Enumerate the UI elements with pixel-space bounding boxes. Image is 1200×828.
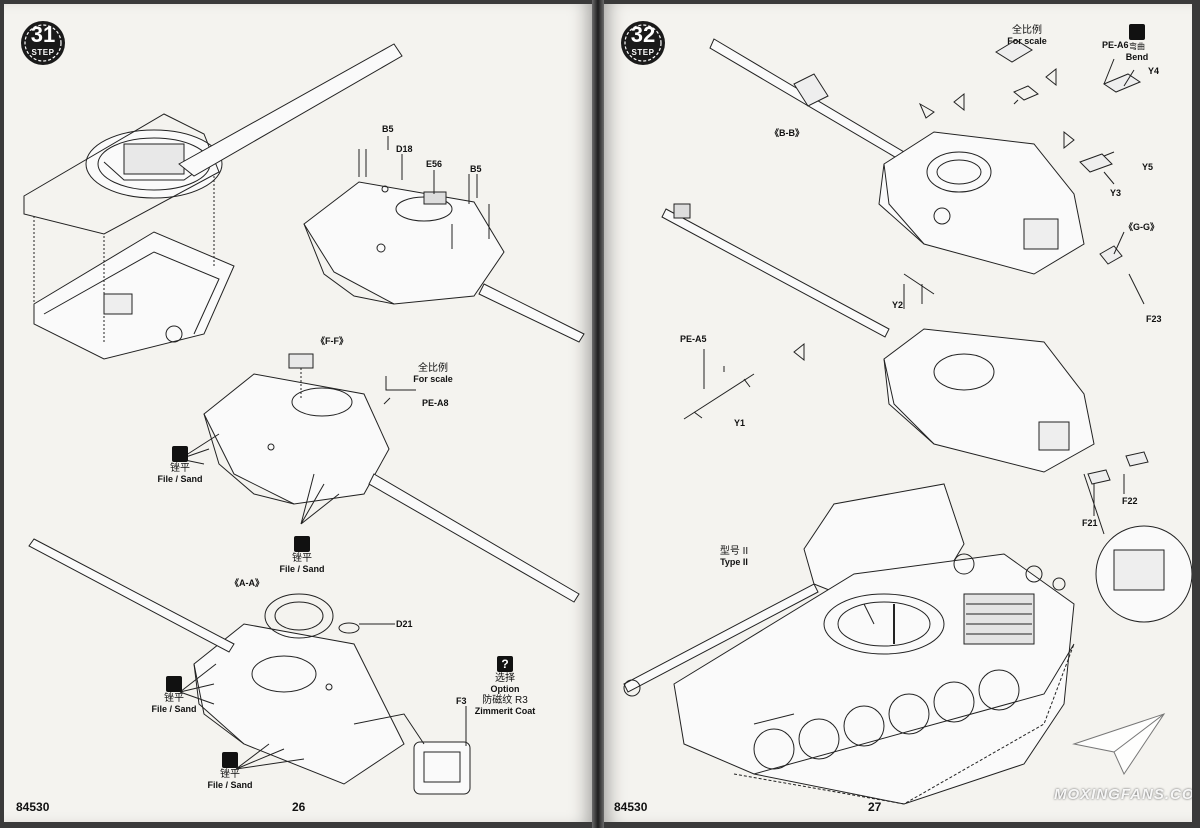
gear-badge-icon: [21, 21, 65, 65]
part-label-pe-a6: PE-A6: [1102, 40, 1129, 50]
option-en: Option: [490, 684, 520, 694]
step-32-line-drawings: [623, 38, 1192, 805]
catalog-number: 84530: [16, 800, 50, 814]
file-sand-note: 锉平 File / Sand: [144, 676, 204, 714]
type-ii-label: 型号 II Type II: [704, 546, 764, 568]
option-cjk: 选择: [495, 673, 515, 684]
file-sand-cjk: 锉平: [164, 693, 184, 704]
full-scale-en: For scale: [1007, 36, 1047, 46]
file-sand-en: File / Sand: [279, 564, 325, 574]
file-sand-icon: [222, 752, 238, 768]
instruction-page-right: 32 STEP 全比例 For scale 弯曲 Bend PE-A6 Y4 《…: [604, 4, 1192, 822]
step-31-badge: 31 STEP: [20, 20, 66, 66]
part-label-d18: D18: [396, 144, 413, 154]
part-label-e56: E56: [426, 159, 443, 169]
file-sand-cjk: 锉平: [292, 553, 312, 564]
page-number: 27: [868, 800, 882, 814]
part-label-f23: F23: [1146, 314, 1162, 324]
file-sand-en: File / Sand: [207, 780, 253, 790]
bend-icon: [1129, 24, 1145, 40]
type-cjk: 型号 II: [719, 546, 749, 557]
step-31-line-drawings: [23, 43, 585, 795]
part-label-y4: Y4: [1148, 66, 1160, 76]
part-label-y3: Y3: [1110, 188, 1122, 198]
file-sand-icon: [166, 676, 182, 692]
part-label-y5: Y5: [1142, 162, 1154, 172]
question-icon: ?: [497, 656, 513, 672]
zimmerit-cjk: 防磁纹 R3: [482, 695, 528, 706]
step-word: STEP: [631, 48, 655, 57]
part-label-f3: F3: [456, 696, 467, 706]
step-word: STEP: [31, 48, 55, 57]
section-label-ff: 《F-F》: [316, 336, 348, 346]
full-scale-cjk: 全比例: [418, 363, 448, 374]
part-label-y1: Y1: [734, 418, 746, 428]
catalog-number: 84530: [614, 800, 648, 814]
file-sand-cjk: 锉平: [220, 769, 240, 780]
file-sand-note: 锉平 File / Sand: [150, 446, 210, 484]
step-number: 31: [30, 22, 56, 47]
part-label-f22: F22: [1122, 496, 1138, 506]
bend-en: Bend: [1125, 52, 1149, 62]
full-scale-en: For scale: [413, 374, 453, 384]
zimmerit-en: Zimmerit Coat: [474, 706, 536, 716]
section-label-gg: 《G-G》: [1124, 222, 1159, 232]
part-label-d21: D21: [396, 619, 413, 629]
file-sand-icon: [172, 446, 188, 462]
page-number: 26: [292, 800, 306, 814]
section-label-aa: 《A-A》: [230, 578, 264, 588]
full-scale-note: 全比例 For scale: [1002, 25, 1052, 47]
file-sand-icon: [294, 536, 310, 552]
full-scale-cjk: 全比例: [1012, 25, 1042, 36]
part-label-pe-a8: PE-A8: [422, 398, 449, 408]
part-label-b5: B5: [382, 124, 394, 134]
file-sand-note: 锉平 File / Sand: [272, 536, 332, 574]
part-label-f21: F21: [1082, 518, 1098, 528]
file-sand-en: File / Sand: [151, 704, 197, 714]
type-en: Type II: [720, 557, 748, 567]
part-label-pe-a5: PE-A5: [680, 334, 707, 344]
binding-gutter: [592, 0, 604, 828]
file-sand-en: File / Sand: [157, 474, 203, 484]
part-label-b5-right: B5: [470, 164, 482, 174]
gear-badge-icon: [621, 21, 665, 65]
part-label-y2: Y2: [892, 300, 904, 310]
bend-cjk: 弯曲: [1129, 42, 1145, 51]
option-note: ? 选择 Option 防磁纹 R3 Zimmerit Coat: [470, 656, 540, 716]
step-number: 32: [630, 22, 656, 47]
file-sand-note: 锉平 File / Sand: [200, 752, 260, 790]
full-scale-note: 全比例 For scale: [408, 363, 458, 385]
file-sand-cjk: 锉平: [170, 463, 190, 474]
paper-plane-logo-icon: [1072, 713, 1166, 776]
section-label-bb: 《B-B》: [770, 128, 804, 138]
bend-note: 弯曲 Bend: [1122, 24, 1152, 62]
step-32-badge: 32 STEP: [620, 20, 666, 66]
instruction-page-left: 31 STEP B5 D18 E56 B5 《F-F》 PE-A8 《A-A》 …: [4, 4, 592, 822]
site-watermark: MOXINGFANS.COM: [1054, 786, 1192, 803]
